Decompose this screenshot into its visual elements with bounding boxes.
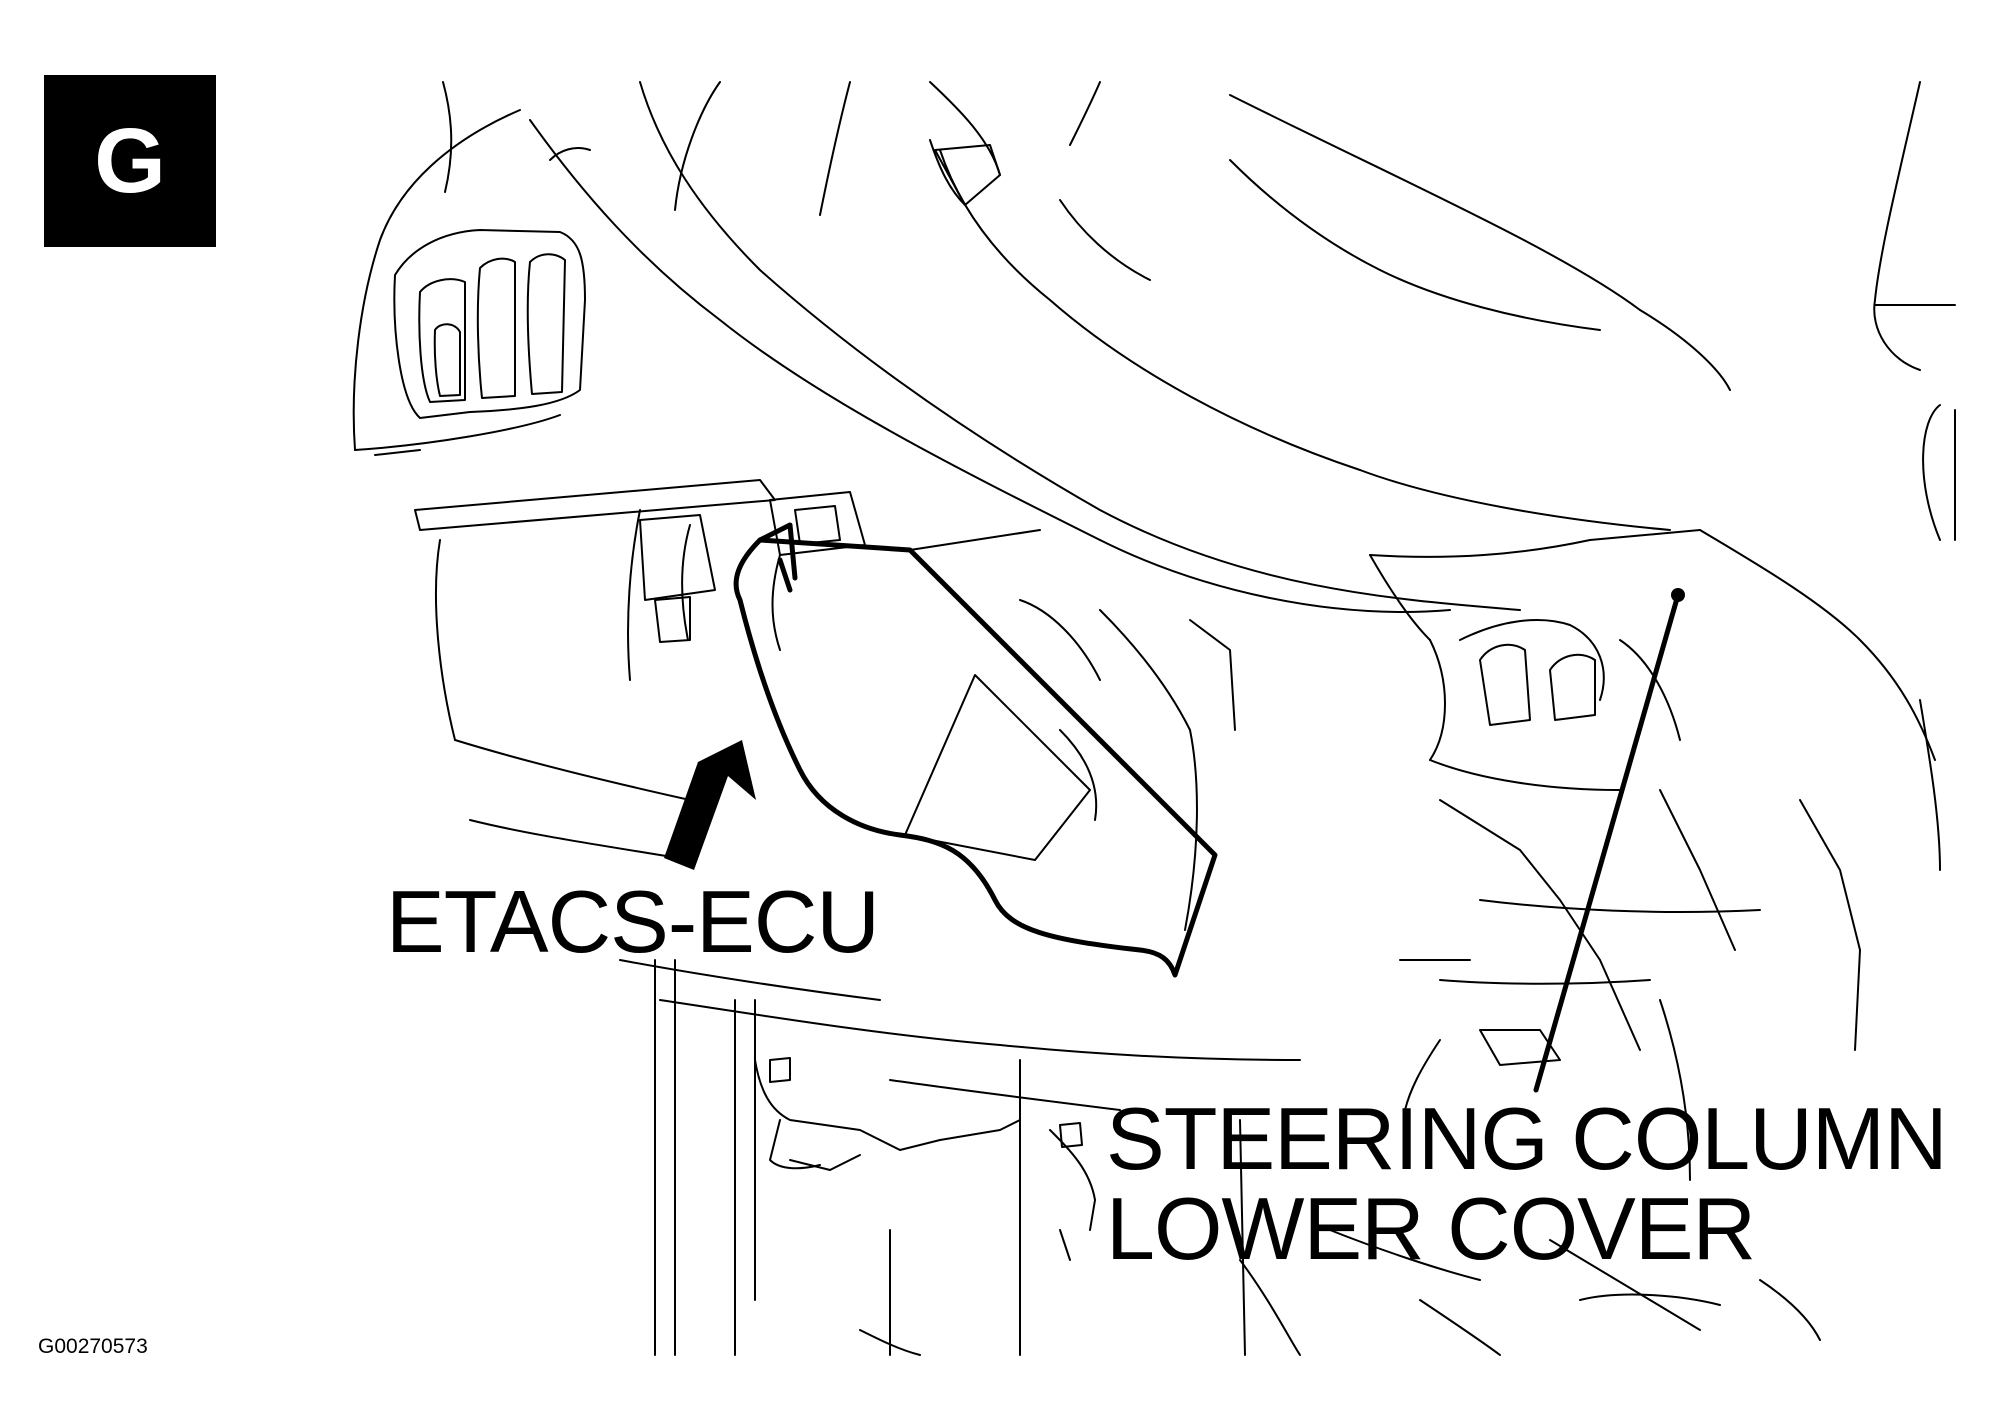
air-vent [352,109,591,456]
steering-column-lower-cover [1369,529,1941,1181]
etacs-ecu-unit [733,491,1236,978]
steering-label-line1: STEERING COLUMN [1106,1089,1948,1188]
view-letter: G [94,110,166,212]
lower-brackets [654,959,1821,1356]
steering-cover-leader [1533,588,1685,1093]
steering-column-lower-cover-label: STEERING COLUMN LOWER COVER [1106,1089,1948,1278]
etacs-ecu-label: ETACS-ECU [386,872,880,971]
steering-label-line2: LOWER COVER [1106,1179,1756,1278]
instrument-panel-outline [442,81,1956,613]
view-letter-badge: G [44,75,216,247]
figure-code: G00270573 [38,1335,148,1358]
etacs-ecu-arrow [664,740,756,870]
lower-panel [414,479,1301,1111]
